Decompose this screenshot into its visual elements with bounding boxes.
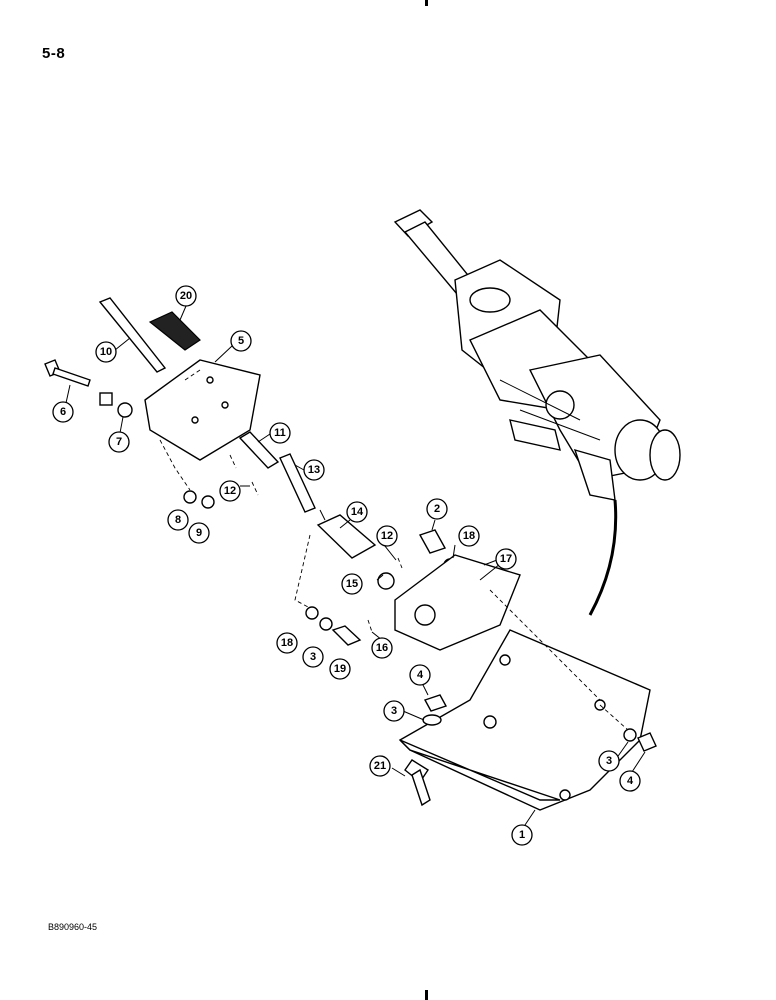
washer	[623, 728, 637, 742]
lever-bracket	[144, 359, 261, 461]
svg-text:13: 13	[308, 464, 320, 476]
callout-10: 10	[95, 341, 117, 363]
callout-8: 8	[167, 509, 189, 531]
callout-2: 2	[426, 498, 448, 520]
leader-lines	[65, 305, 646, 826]
svg-text:3: 3	[310, 651, 316, 663]
callout-16: 16	[371, 637, 393, 659]
top-registration-mark	[425, 0, 428, 6]
assembly-line	[294, 534, 311, 609]
callout-20: 20	[175, 285, 197, 307]
spring	[397, 557, 403, 569]
svg-text:19: 19	[334, 663, 346, 675]
cable	[588, 499, 618, 616]
callout-4: 4	[619, 770, 641, 792]
spacer	[99, 392, 113, 406]
pivot-pin	[238, 431, 280, 469]
rod	[279, 453, 316, 513]
callout-9: 9	[188, 522, 210, 544]
svg-text:18: 18	[281, 637, 293, 649]
document-id: B890960-45	[48, 922, 98, 932]
svg-text:4: 4	[417, 669, 424, 681]
washer	[183, 490, 197, 504]
assembly-line	[159, 439, 191, 491]
callout-18: 18	[276, 632, 298, 654]
mounting-bracket	[394, 554, 521, 651]
svg-text:12: 12	[381, 530, 393, 542]
lock-washer	[422, 714, 442, 726]
svg-text:16: 16	[376, 642, 388, 654]
bolt	[418, 529, 447, 554]
svg-text:6: 6	[60, 406, 66, 418]
svg-text:7: 7	[116, 436, 122, 448]
callout-3: 3	[302, 646, 324, 668]
bolt	[44, 359, 91, 387]
page-number: 5-8	[42, 45, 66, 62]
callout-3: 3	[383, 700, 405, 722]
spring	[251, 481, 259, 496]
svg-text:1: 1	[519, 829, 525, 841]
spring	[367, 619, 373, 633]
callout-4: 4	[409, 664, 431, 686]
knob	[148, 311, 201, 351]
callout-21: 21	[369, 755, 391, 777]
callout-7: 7	[108, 431, 130, 453]
callout-13: 13	[303, 459, 325, 481]
callout-5: 5	[230, 330, 252, 352]
lever-rod	[98, 297, 167, 373]
callout-3: 3	[598, 750, 620, 772]
callout-14: 14	[346, 501, 368, 523]
callout-1: 1	[511, 824, 533, 846]
bolt	[331, 625, 362, 646]
callout-19: 19	[329, 658, 351, 680]
svg-text:10: 10	[100, 346, 112, 358]
bottom-registration-mark	[425, 990, 428, 1000]
callout-15: 15	[341, 573, 363, 595]
svg-text:21: 21	[374, 760, 386, 772]
svg-text:17: 17	[500, 553, 512, 565]
washer	[305, 606, 319, 620]
spring	[229, 454, 237, 469]
nut	[637, 732, 657, 752]
steering-column-assembly	[393, 209, 681, 501]
assembly-line	[489, 589, 601, 701]
svg-text:5: 5	[238, 335, 244, 347]
nut	[117, 402, 133, 418]
nut	[423, 694, 448, 712]
nut	[201, 495, 215, 509]
ball	[377, 572, 395, 590]
assembly-line	[184, 369, 201, 381]
svg-text:20: 20	[180, 290, 192, 302]
washer	[319, 617, 333, 631]
callout-18: 18	[458, 525, 480, 547]
svg-text:15: 15	[346, 578, 358, 590]
svg-text:3: 3	[391, 705, 397, 717]
assembly-line	[599, 704, 629, 731]
link-plate	[316, 514, 377, 559]
svg-text:18: 18	[463, 530, 475, 542]
svg-text:11: 11	[274, 427, 286, 439]
callout-17: 17	[495, 548, 517, 570]
callout-6: 6	[52, 401, 74, 423]
callout-12: 12	[219, 480, 241, 502]
svg-text:8: 8	[175, 514, 181, 526]
svg-text:4: 4	[627, 775, 634, 787]
svg-text:3: 3	[606, 755, 612, 767]
svg-text:9: 9	[196, 527, 202, 539]
svg-text:2: 2	[434, 503, 440, 515]
callout-11: 11	[269, 422, 291, 444]
callout-12: 12	[376, 525, 398, 547]
svg-text:14: 14	[351, 506, 364, 518]
svg-text:12: 12	[224, 485, 236, 497]
